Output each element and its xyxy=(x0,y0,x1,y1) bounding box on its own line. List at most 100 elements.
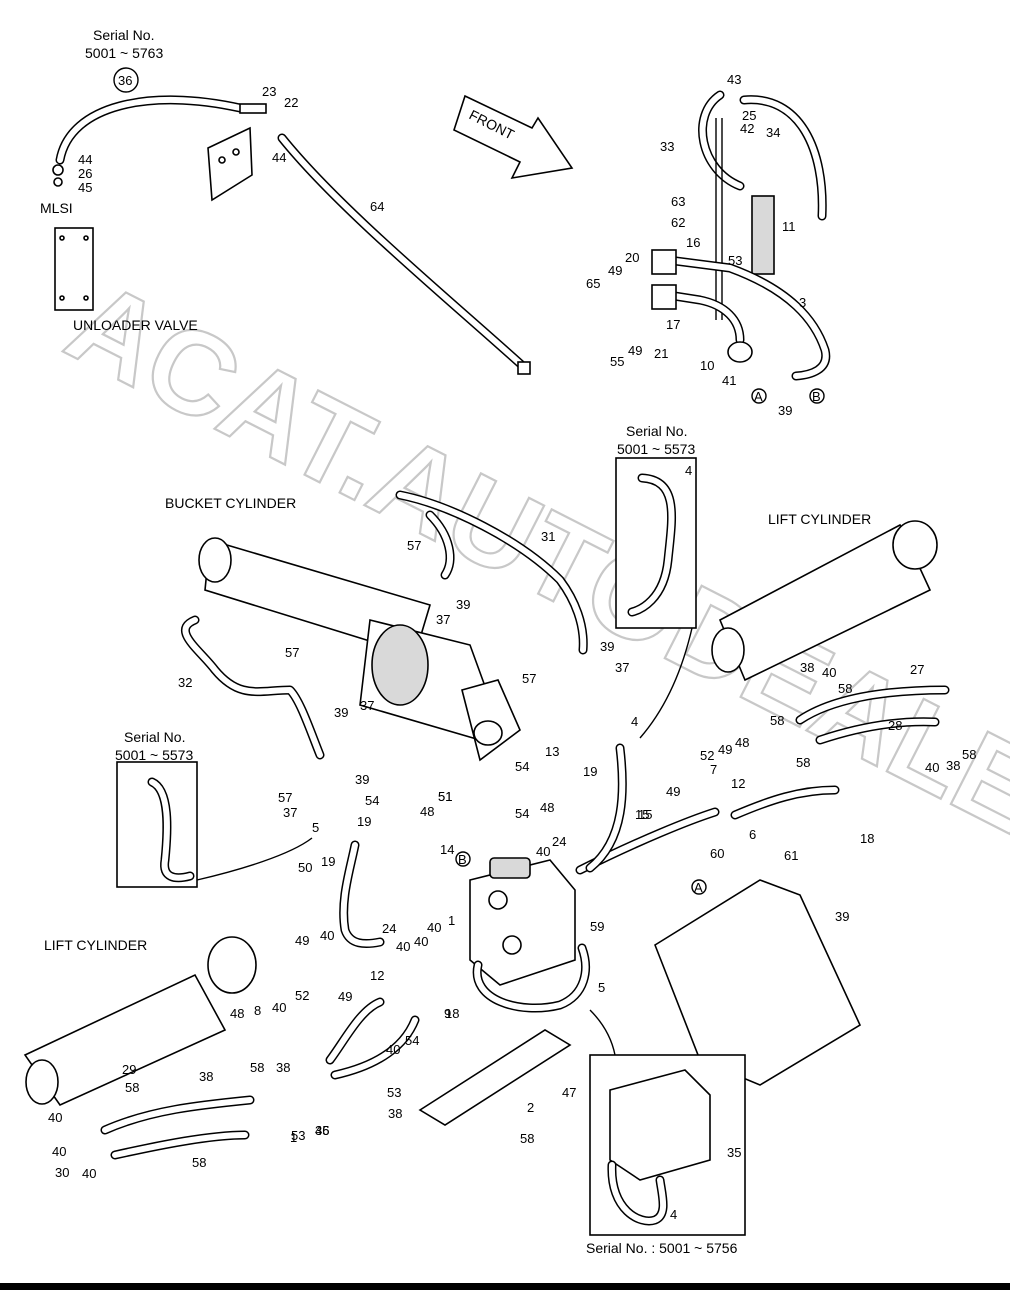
part-number: 30 xyxy=(55,1165,69,1180)
part-number: 22 xyxy=(284,95,298,110)
part-number: 9 xyxy=(444,1006,451,1021)
part-number: 17 xyxy=(666,317,680,332)
part-number: 49 xyxy=(608,263,622,278)
part-number: 48 xyxy=(230,1006,244,1021)
part-number: 37 xyxy=(436,612,450,627)
part-number: 40 xyxy=(822,665,836,680)
bucket-cylinder xyxy=(198,537,521,762)
part-number: 38 xyxy=(946,758,960,773)
part-number: 14 xyxy=(440,842,454,857)
part-number: 4 xyxy=(685,463,692,478)
part-number: 58 xyxy=(250,1060,264,1075)
part-number: 38 xyxy=(199,1069,213,1084)
part-number: 39 xyxy=(355,772,369,787)
part-number: 28 xyxy=(888,718,902,733)
part-number: 39 xyxy=(600,639,614,654)
part-number: 13 xyxy=(545,744,559,759)
part-number: 40 xyxy=(536,844,550,859)
part-number: 39 xyxy=(334,705,348,720)
part-number: 35 xyxy=(727,1145,741,1160)
part-number: 21 xyxy=(654,346,668,361)
part-number: 27 xyxy=(910,662,924,677)
part-number: 40 xyxy=(48,1110,62,1125)
part-number: 4 xyxy=(631,714,638,729)
part-number: 2 xyxy=(527,1100,534,1115)
lift-cylinder-right xyxy=(711,520,938,682)
part-number: 63 xyxy=(671,194,685,209)
serial-top-line2: 5001 ~ 5763 xyxy=(85,45,163,61)
part-number: 7 xyxy=(710,762,717,777)
part-number: 19 xyxy=(357,814,371,829)
part-number: 57 xyxy=(278,790,292,805)
main-control-valve xyxy=(469,857,576,986)
part-number: 43 xyxy=(727,72,741,87)
part-number: 54 xyxy=(515,759,529,774)
caption-mlsi: MLSI xyxy=(40,200,73,216)
part-number: 54 xyxy=(405,1033,419,1048)
part-number: 24 xyxy=(382,921,396,936)
part-number: 11 xyxy=(782,219,796,234)
part-number: 37 xyxy=(283,805,297,820)
part-number: 54 xyxy=(365,793,379,808)
part-number: 26 xyxy=(78,166,92,181)
part-number: 20 xyxy=(625,250,639,265)
part-number: 57 xyxy=(407,538,421,553)
ref-marker-b-valve: B xyxy=(458,852,467,867)
serial-box-4-line2: 5001 ~ 5573 xyxy=(617,441,695,457)
part-number: 62 xyxy=(671,215,685,230)
part-number: 53 xyxy=(291,1128,305,1143)
serial-box-5-line1: Serial No. xyxy=(124,729,185,745)
part-number: 38 xyxy=(800,660,814,675)
circled-ref-36: 36 xyxy=(118,73,132,88)
part-number: 24 xyxy=(552,834,566,849)
part-number: 57 xyxy=(522,671,536,686)
part-number: 23 xyxy=(262,84,276,99)
part-number: 44 xyxy=(272,150,286,165)
part-number: 47 xyxy=(562,1085,576,1100)
part-number: 46 xyxy=(315,1123,329,1138)
caption-bucket-cylinder: BUCKET CYLINDER xyxy=(165,495,296,511)
hose-36-assembly xyxy=(52,95,531,375)
part-number: 18 xyxy=(445,1006,459,1021)
caption-unloader-valve: UNLOADER VALVE xyxy=(73,317,198,333)
serial-top-line1: Serial No. xyxy=(93,27,154,43)
part-number: 15 xyxy=(638,807,652,822)
part-number: 60 xyxy=(710,846,724,861)
part-number: 40 xyxy=(82,1166,96,1181)
part-number: 58 xyxy=(125,1080,139,1095)
part-number: 58 xyxy=(838,681,852,696)
part-number: 1 xyxy=(448,913,455,928)
part-number: 40 xyxy=(414,934,428,949)
serial-box-5-line2: 5001 ~ 5573 xyxy=(115,747,193,763)
part-number: 19 xyxy=(583,764,597,779)
part-number: 50 xyxy=(298,860,312,875)
part-number: 48 xyxy=(540,800,554,815)
part-number: 57 xyxy=(285,645,299,660)
part-number: 58 xyxy=(962,747,976,762)
part-number: 51 xyxy=(438,789,452,804)
part-number: 53 xyxy=(728,253,742,268)
part-number: 19 xyxy=(321,854,335,869)
part-number: 42 xyxy=(740,121,754,136)
part-number: 49 xyxy=(295,933,309,948)
part-number: 3 xyxy=(799,295,806,310)
part-number: 35 xyxy=(315,1123,329,1138)
part-number: 33 xyxy=(660,139,674,154)
part-number: 40 xyxy=(427,920,441,935)
part-number: 59 xyxy=(590,919,604,934)
part-number: 58 xyxy=(770,713,784,728)
part-number: 49 xyxy=(666,784,680,799)
part-number: 25 xyxy=(742,108,756,123)
part-number: 49 xyxy=(338,989,352,1004)
ref-marker-a-valve: A xyxy=(694,880,703,895)
part-number: 6 xyxy=(749,827,756,842)
part-number: 49 xyxy=(718,742,732,757)
part-number: 16 xyxy=(686,235,700,250)
front-arrow: FRONT xyxy=(453,94,574,180)
part-number: 40 xyxy=(272,1000,286,1015)
part-number: 40 xyxy=(320,928,334,943)
part-number: 8 xyxy=(254,1003,261,1018)
part-number: 5 xyxy=(312,820,319,835)
ref-marker-b-top: B xyxy=(812,389,821,404)
part-number: 32 xyxy=(178,675,192,690)
